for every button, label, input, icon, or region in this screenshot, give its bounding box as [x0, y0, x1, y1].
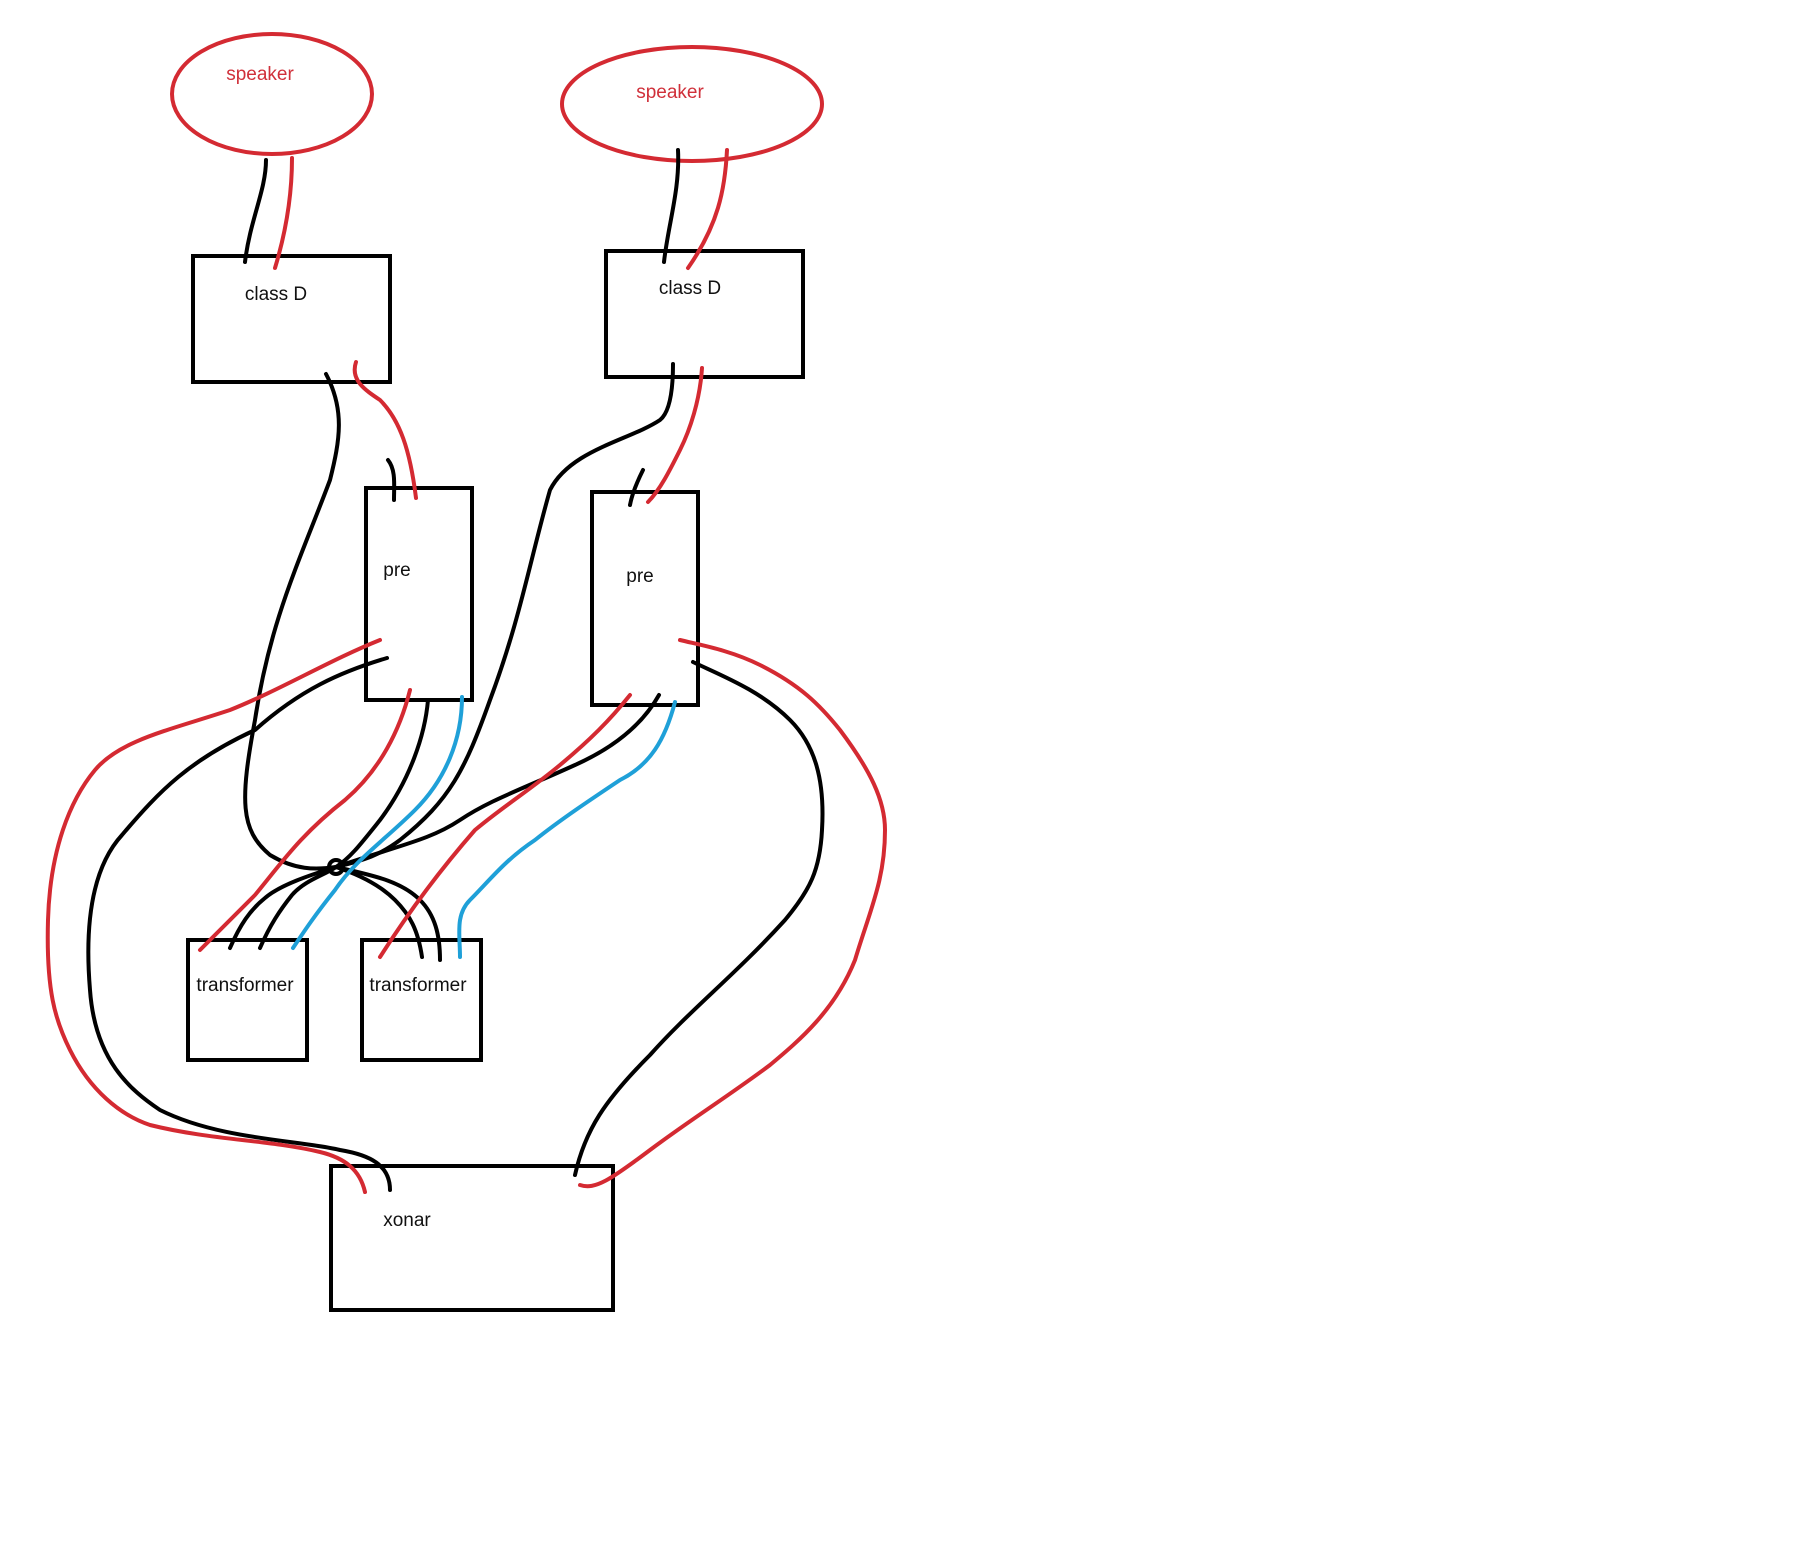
- wire-black-preL-to-junction: [334, 698, 430, 869]
- wire-black-preR-to-junction: [334, 693, 661, 869]
- wire-black-speaker-right-to-amp: [662, 148, 681, 264]
- wire-red-ampR-to-preR: [646, 366, 704, 504]
- wire-black-junction-to-transL-b: [258, 865, 338, 950]
- wire-blue-preR-to-transR: [457, 700, 677, 959]
- wire-black-junction-to-transL-a: [228, 865, 338, 950]
- wire-black-junction-to-transR-a: [334, 865, 424, 959]
- class-d-amp-left: class D: [191, 254, 392, 384]
- transformer-left: transformer: [186, 938, 309, 1062]
- preamp-left-label: pre: [383, 560, 410, 581]
- class-d-amp-right: class D: [604, 249, 805, 379]
- wire-red-ampL-to-preL: [352, 360, 418, 500]
- preamp-right-box: [590, 490, 700, 707]
- speaker-left-outline: [170, 32, 374, 156]
- wire-red-preR-to-transR: [378, 693, 632, 959]
- transformer-left-label: transformer: [196, 975, 294, 996]
- wire-junction-knot: [327, 858, 345, 876]
- wire-black-ampR-to-preR-stub: [628, 468, 645, 507]
- xonar-source: xonar: [329, 1164, 615, 1312]
- wires-red: [45, 148, 887, 1194]
- preamp-right: pre: [590, 490, 700, 707]
- speaker-left: speaker: [170, 32, 374, 156]
- transformer-left-box: [186, 938, 309, 1062]
- class-d-amp-left-label: class D: [245, 284, 307, 305]
- wire-black-ampR-to-junction: [334, 362, 675, 869]
- wire-black-ampL-to-preL-stub: [386, 458, 397, 502]
- wire-red-preL-to-xonar-left: [45, 638, 382, 1194]
- wire-black-ampL-to-junction: [243, 372, 341, 871]
- speaker-right-label: speaker: [636, 82, 704, 103]
- wire-red-speaker-right-to-amp: [686, 148, 729, 270]
- speaker-left-label: speaker: [226, 64, 294, 85]
- wires-blue: [291, 695, 677, 959]
- preamp-left: pre: [364, 486, 474, 702]
- class-d-amp-right-box: [604, 249, 805, 379]
- wire-black-speaker-left-to-amp: [243, 158, 268, 264]
- speaker-right: speaker: [560, 45, 824, 163]
- speaker-right-outline: [560, 45, 824, 163]
- transformer-right: transformer: [360, 938, 483, 1062]
- xonar-source-label: xonar: [383, 1210, 431, 1231]
- wire-black-preL-to-xonar-left: [86, 656, 392, 1192]
- transformer-right-label: transformer: [369, 975, 467, 996]
- class-d-amp-left-box: [191, 254, 392, 384]
- preamp-right-label: pre: [626, 566, 653, 587]
- wire-blue-preL-to-transL: [291, 695, 464, 950]
- preamp-left-box: [364, 486, 474, 702]
- wire-red-speaker-left-to-amp: [273, 156, 294, 270]
- wire-black-preR-to-xonar-right: [573, 660, 825, 1177]
- wire-red-preL-to-transL: [198, 688, 412, 952]
- class-d-amp-right-label: class D: [659, 278, 721, 299]
- transformer-right-box: [360, 938, 483, 1062]
- wire-red-preR-to-xonar-right: [578, 638, 887, 1189]
- xonar-source-box: [329, 1164, 615, 1312]
